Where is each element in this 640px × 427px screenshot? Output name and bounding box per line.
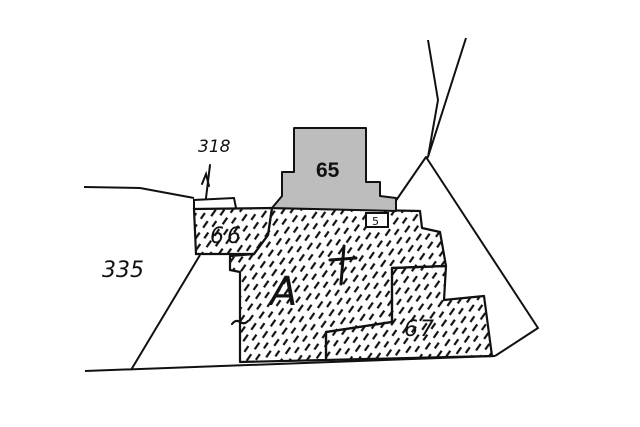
parcel-boundaries: [83, 37, 539, 372]
boundary-left-diagonal: [130, 254, 201, 371]
parcel-67-label: 67: [404, 317, 436, 342]
parcel-main-label: A: [267, 269, 297, 315]
marker-label: 5: [372, 215, 379, 228]
parcel-65[interactable]: [271, 127, 397, 212]
parcel-318-strip: [193, 196, 237, 209]
arrow-318: [201, 164, 211, 199]
boundary-right: [394, 156, 539, 357]
cross-symbol: [328, 244, 358, 286]
parcel-66-label: 66: [210, 224, 244, 249]
boundary-top-left: [83, 186, 195, 199]
parcel-335-label: 335: [102, 258, 144, 283]
marker-box: [365, 212, 389, 228]
parcel-65-label: 65: [316, 159, 340, 182]
parcel-65-building: [271, 127, 397, 212]
parcel-67-area: [324, 264, 494, 362]
tilde-symbol: [230, 319, 250, 326]
parcel-67[interactable]: [324, 264, 494, 362]
parcel-318-label: 318: [198, 137, 231, 157]
parcel-marker-box[interactable]: 5: [365, 212, 389, 228]
boundary-top-right: [427, 37, 467, 158]
